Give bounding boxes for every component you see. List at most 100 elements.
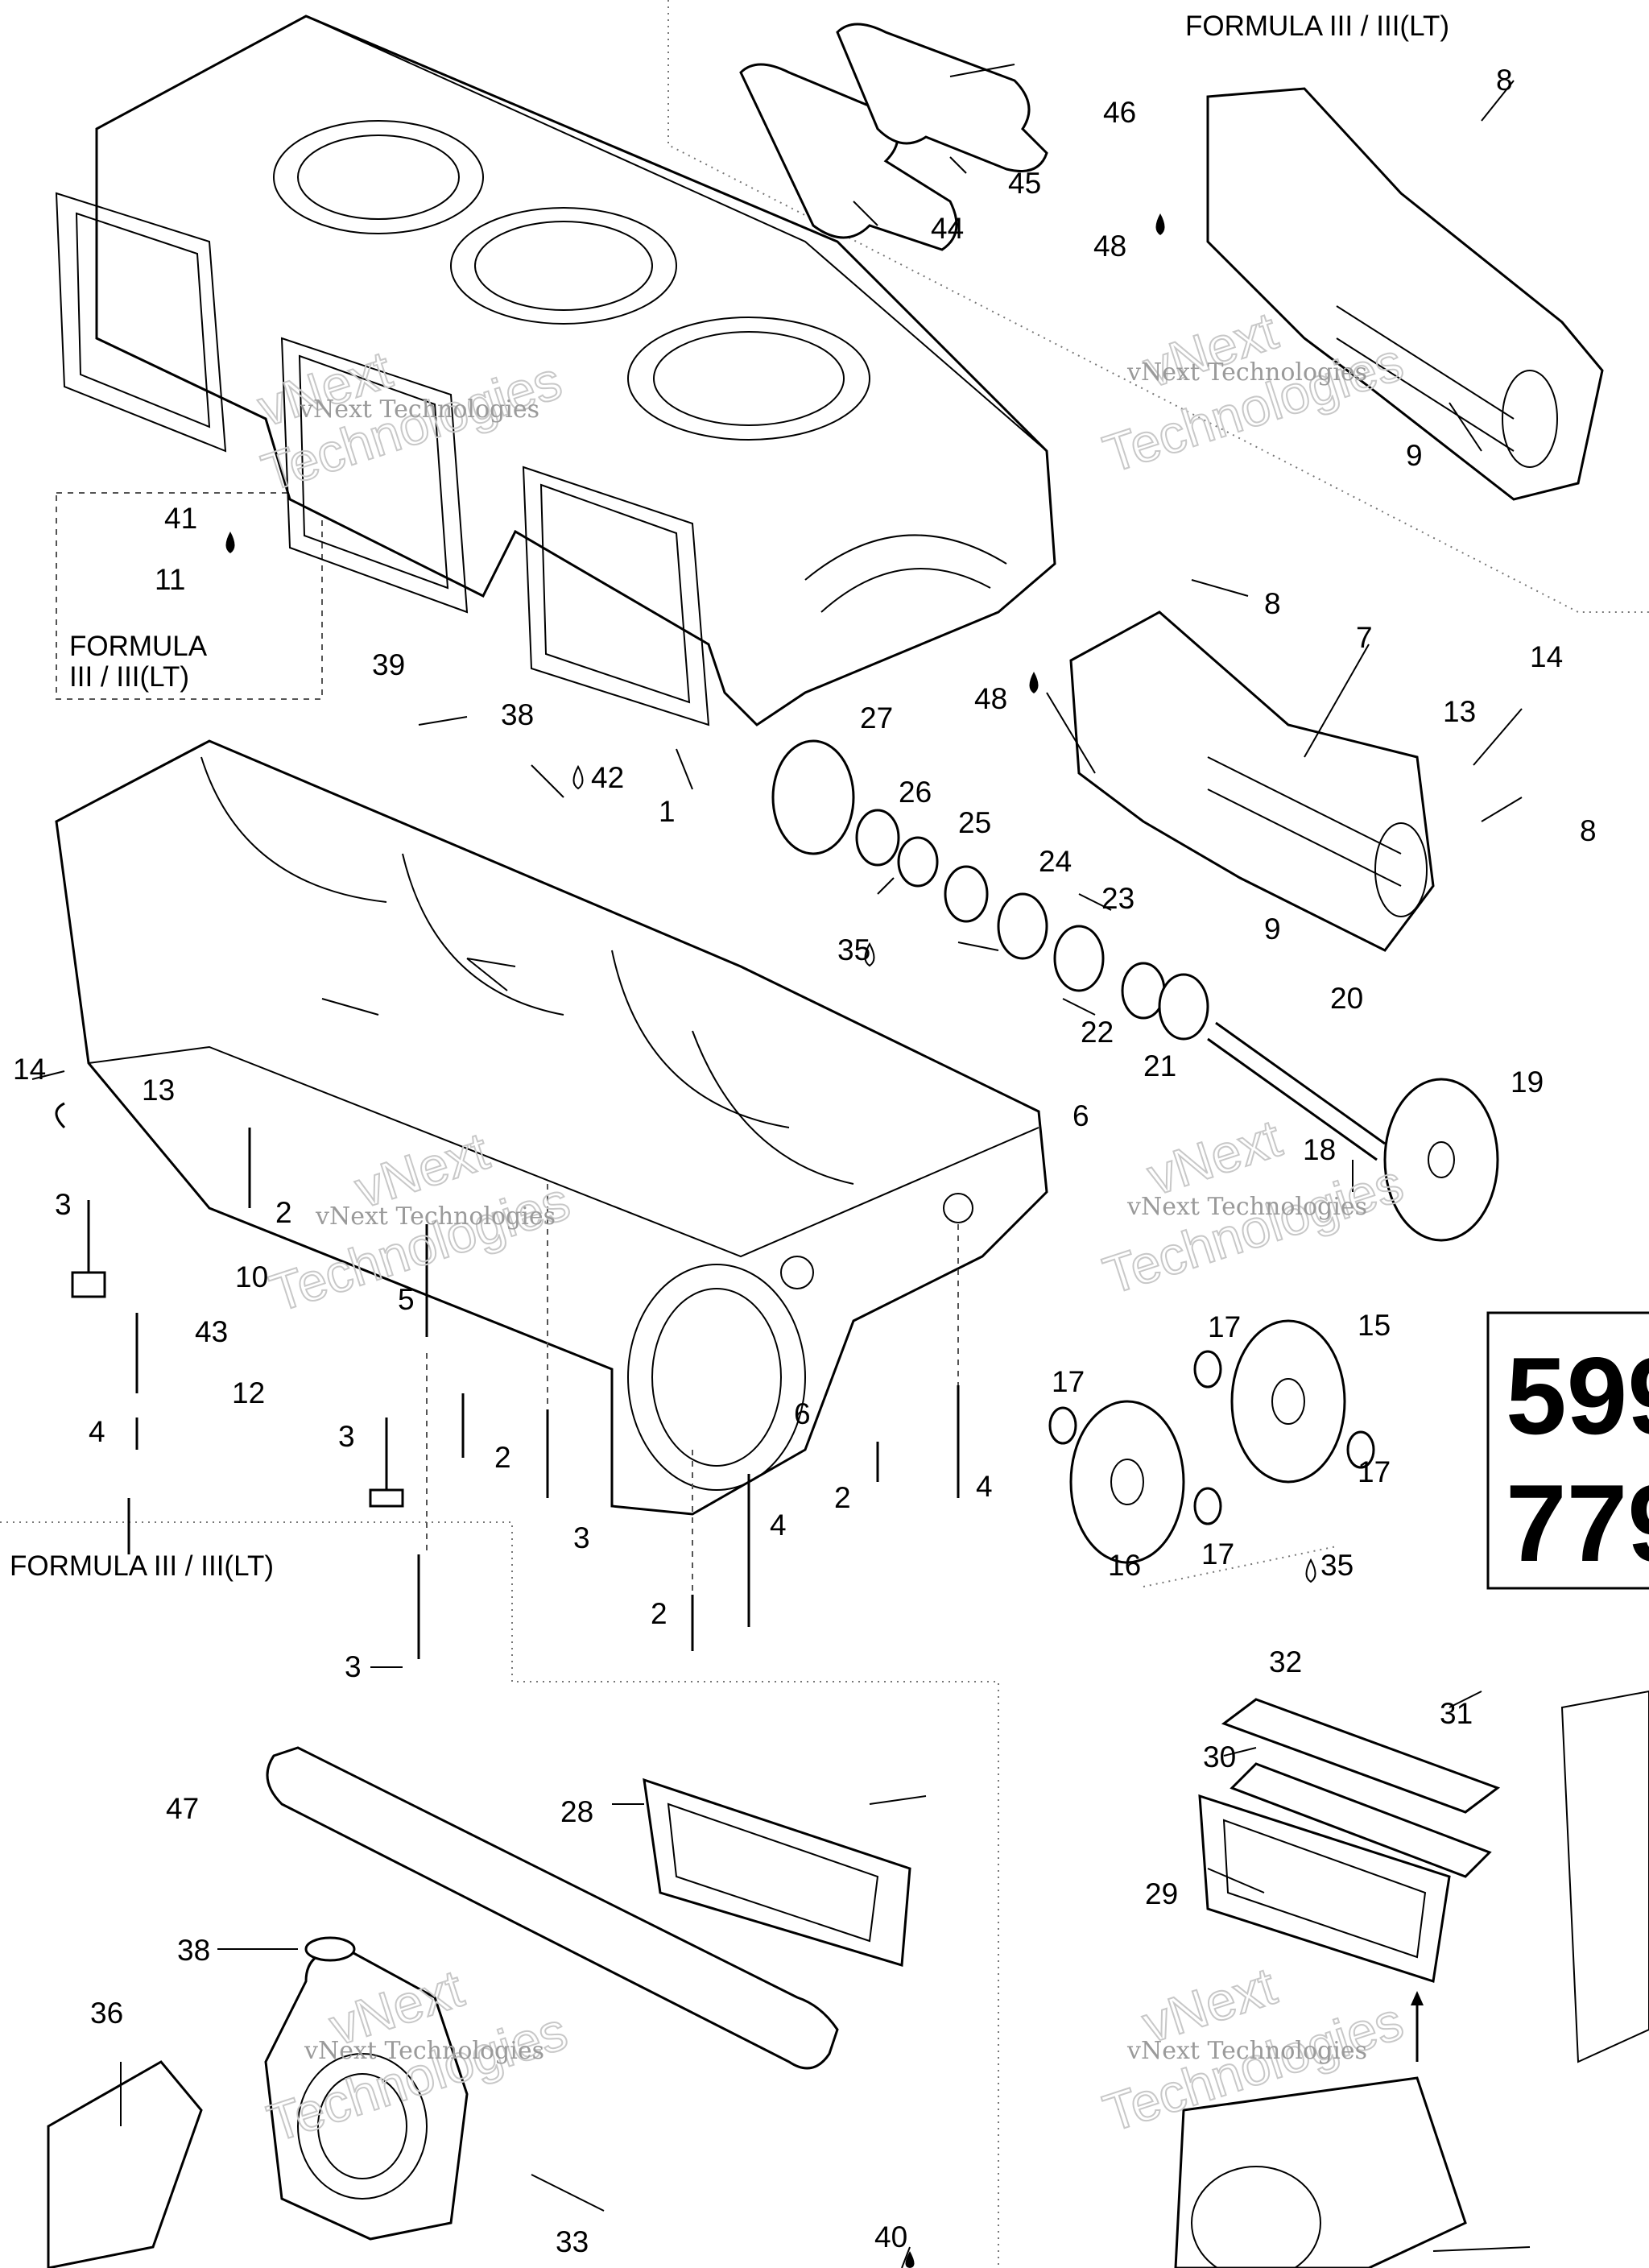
callout: 2	[834, 1481, 851, 1514]
sealant-drop-icon	[572, 764, 584, 790]
callout: 9	[1264, 913, 1281, 946]
model-line-2: 779	[1506, 1462, 1649, 1584]
watermark-text: vNext Technologies	[304, 2037, 544, 2065]
callout: 23	[1101, 882, 1134, 915]
callout: 36	[90, 1997, 123, 2030]
callout: 45	[1008, 167, 1041, 200]
oil-drop-icon	[225, 532, 235, 553]
callout: 20	[1330, 982, 1363, 1015]
callout: 15	[1358, 1309, 1391, 1342]
callout: 41	[164, 502, 197, 535]
callout: 1	[659, 795, 676, 828]
sealant-drop-icon	[1305, 1558, 1316, 1583]
callout: 29	[1145, 1877, 1178, 1910]
callout: 3	[573, 1521, 590, 1554]
callout: 4	[89, 1415, 105, 1448]
intake-manifold-area	[47, 1746, 911, 2268]
callout: 28	[560, 1795, 593, 1828]
callout: 16	[1108, 1549, 1141, 1582]
rotary-valve-cover-upper	[1206, 87, 1604, 501]
callout: 4	[976, 1470, 993, 1503]
callout: 18	[1303, 1133, 1336, 1166]
callout: 17	[1201, 1538, 1234, 1571]
callout-labels: 1 2 2 2 2 3 3 3 3 4 4 4 5 6 6 7 8 8 8 9 …	[13, 64, 1597, 2258]
callout: 38	[177, 1934, 210, 1967]
callout: 30	[1203, 1740, 1236, 1773]
oil-drop-icon	[1029, 672, 1039, 693]
callout: 47	[166, 1792, 199, 1825]
callout: 4	[770, 1509, 787, 1542]
callout: 2	[275, 1196, 292, 1229]
svg-text:vNext: vNext	[1140, 1107, 1287, 1206]
callout: 14	[1530, 640, 1563, 673]
callout: 40	[874, 2220, 907, 2254]
callout: 2	[651, 1597, 667, 1630]
callout: 48	[1093, 230, 1126, 263]
bolts-studs	[55, 1102, 960, 1659]
reed-valve-area	[1174, 1690, 1649, 2268]
callout: 35	[1320, 1549, 1354, 1582]
callout: 46	[1103, 96, 1136, 129]
callout: 43	[195, 1315, 228, 1348]
callout: 3	[345, 1650, 362, 1683]
callout: 17	[1358, 1455, 1391, 1488]
watermark-text: vNext Technologies	[299, 395, 539, 424]
callout: 17	[1208, 1310, 1241, 1343]
note-formula-left-1: FORMULA	[69, 631, 208, 662]
watermark-text: vNext Technologies	[1126, 1193, 1367, 1221]
callout: 21	[1143, 1049, 1176, 1082]
note-formula-left-2: III / III(LT)	[69, 661, 189, 693]
callout: 14	[13, 1053, 46, 1086]
callout: 48	[974, 682, 1007, 715]
model-line-1: 599	[1506, 1335, 1649, 1457]
note-formula-bottom: FORMULA III / III(LT)	[10, 1550, 274, 1582]
balancer-gears	[1048, 1319, 1375, 1587]
lower-crankcase	[55, 739, 1048, 1516]
watermark-text: vNext Technologies	[1126, 358, 1367, 387]
callout: 3	[338, 1420, 355, 1453]
callout: 33	[556, 2225, 589, 2258]
water-pump-shaft	[1207, 1021, 1499, 1242]
callout: 9	[1406, 439, 1423, 472]
callout: 5	[398, 1283, 415, 1316]
callout: 22	[1081, 1016, 1114, 1049]
callout: 8	[1496, 64, 1513, 97]
callout: 13	[1443, 695, 1476, 728]
upper-crankcase	[55, 14, 1056, 726]
callout: 27	[860, 702, 893, 735]
callout: 25	[958, 806, 991, 839]
callout: 13	[142, 1074, 175, 1107]
callout: 24	[1039, 845, 1072, 878]
callout: 3	[55, 1188, 72, 1221]
callout: 6	[1072, 1099, 1089, 1132]
callout: 2	[494, 1441, 511, 1474]
watermark: vNext Technologies	[1096, 1107, 1411, 1306]
callout: 31	[1440, 1697, 1473, 1730]
watermark-text: vNext Technologies	[315, 1202, 556, 1231]
callout: 19	[1511, 1066, 1544, 1099]
callout: 7	[1356, 621, 1373, 654]
callout: 11	[155, 563, 185, 596]
note-formula-top: FORMULA III / III(LT)	[1185, 10, 1449, 42]
callout: 8	[1264, 587, 1281, 620]
oil-drop-icon	[905, 2251, 915, 2268]
model-number-box: 599 779	[1486, 1311, 1649, 1590]
leader-lines	[31, 64, 1531, 2268]
callout: 12	[232, 1376, 265, 1409]
callout: 42	[591, 761, 624, 794]
callout: 26	[899, 776, 932, 809]
callout: 38	[501, 698, 534, 731]
mounting-plates	[739, 23, 1048, 251]
rotary-valve-cover-lower	[1069, 610, 1435, 952]
bearings-seals	[771, 739, 1209, 1041]
callout: 6	[794, 1397, 811, 1430]
oil-drop-icon	[1155, 213, 1165, 235]
callout: 10	[235, 1260, 268, 1293]
callout: 44	[931, 212, 964, 245]
callout: 8	[1580, 814, 1597, 847]
callout: 35	[837, 933, 870, 966]
watermark-text: vNext Technologies	[1126, 2037, 1367, 2065]
sealant-drop-icon	[864, 942, 875, 967]
